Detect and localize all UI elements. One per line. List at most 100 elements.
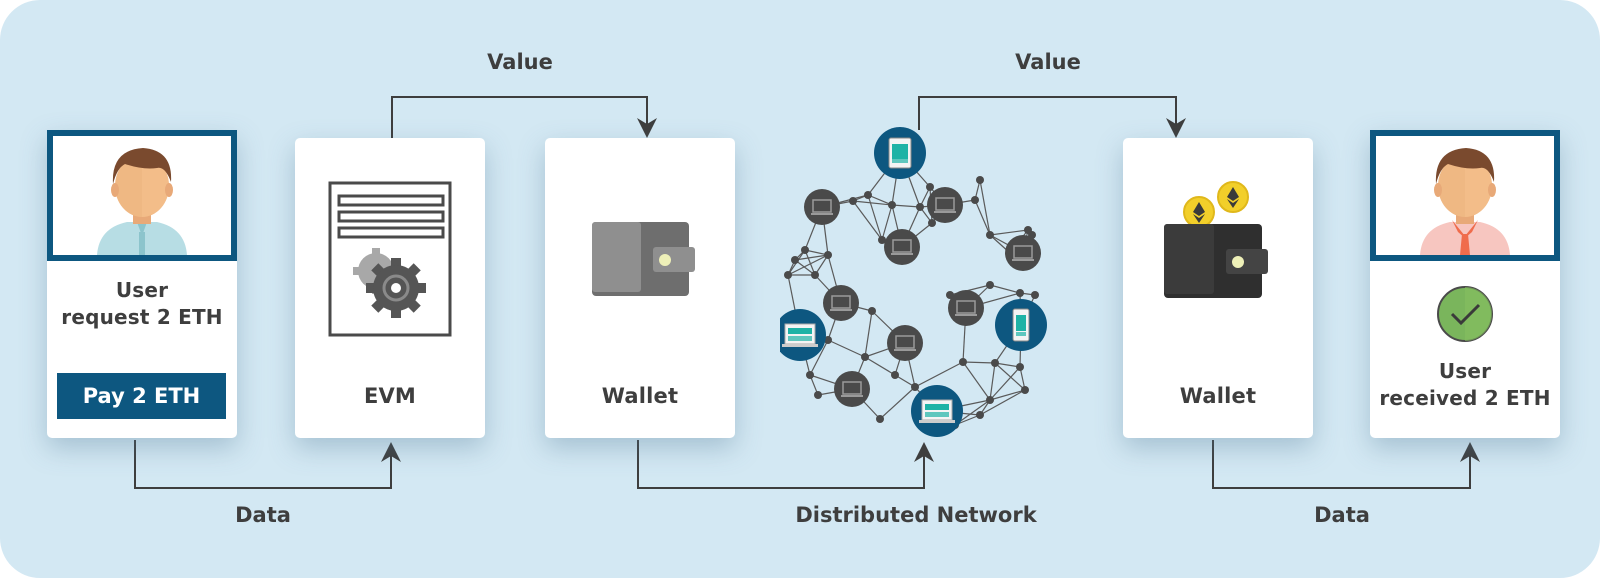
contract-gears-icon bbox=[328, 181, 452, 337]
connector-value-1 bbox=[391, 96, 657, 138]
laptop-node-icon bbox=[804, 189, 840, 225]
network-junction bbox=[864, 191, 872, 199]
laptop-node-icon bbox=[780, 309, 826, 361]
wallet-icon bbox=[592, 222, 695, 296]
network-edge bbox=[809, 339, 829, 376]
tablet-node-icon bbox=[874, 127, 926, 179]
network-edge bbox=[787, 254, 829, 276]
network-junction bbox=[878, 236, 886, 244]
network-edge bbox=[852, 200, 883, 241]
laptop-node-icon bbox=[927, 187, 963, 223]
network-edge bbox=[989, 229, 1029, 236]
network-junction bbox=[791, 256, 799, 264]
sender-wallet-card: Wallet bbox=[545, 138, 735, 438]
network-edge bbox=[867, 194, 893, 206]
network-edge bbox=[864, 356, 896, 376]
connector-data-2 bbox=[1212, 440, 1480, 489]
network-edge bbox=[989, 389, 1026, 401]
data-label-1: Data bbox=[235, 503, 291, 527]
laptop-node-icon bbox=[1005, 235, 1041, 271]
network-junction bbox=[986, 281, 994, 289]
receiver-user-card: User received 2 ETH bbox=[1370, 130, 1560, 438]
sender-avatar-frame bbox=[47, 130, 237, 261]
network-junction bbox=[861, 353, 869, 361]
laptop-node-icon bbox=[823, 285, 859, 321]
receiver-label-line1: User bbox=[1438, 359, 1492, 383]
pay-2-eth-button[interactable]: Pay 2 ETH bbox=[57, 373, 226, 419]
laptop-node-icon bbox=[887, 325, 923, 361]
network-edge bbox=[979, 179, 991, 236]
network-edge bbox=[989, 366, 1021, 401]
network-edge bbox=[881, 204, 893, 241]
network-edge bbox=[852, 200, 893, 206]
network-junction bbox=[926, 183, 934, 191]
network-junction bbox=[876, 415, 884, 423]
network-junction bbox=[971, 196, 979, 204]
network-junction bbox=[1031, 291, 1039, 299]
receiver-label-line2: received 2 ETH bbox=[1379, 386, 1551, 410]
network-edge bbox=[879, 386, 916, 420]
network-edge bbox=[962, 361, 996, 364]
value-label-1: Value bbox=[487, 50, 553, 74]
network-edge bbox=[974, 199, 991, 236]
sender-label-line1: User bbox=[115, 278, 169, 302]
network-edge bbox=[914, 361, 964, 388]
network-edge bbox=[867, 194, 883, 241]
network-edge bbox=[989, 284, 1021, 294]
network-edge bbox=[979, 389, 1026, 416]
user-avatar-icon bbox=[97, 148, 187, 255]
check-circle-icon bbox=[1437, 286, 1493, 342]
laptop-node-icon bbox=[884, 229, 920, 265]
network-edge bbox=[804, 249, 816, 276]
sender-label-line2: request 2 ETH bbox=[61, 305, 223, 329]
connector-data-1 bbox=[134, 440, 401, 489]
phone-node-icon bbox=[995, 299, 1047, 351]
network-junction bbox=[986, 231, 994, 239]
network-junction bbox=[824, 336, 832, 344]
network-junction bbox=[806, 371, 814, 379]
network-junction bbox=[976, 176, 984, 184]
data-label-2: Data bbox=[1314, 503, 1370, 527]
network-edge bbox=[994, 362, 1026, 391]
connector-network bbox=[637, 440, 934, 489]
network-edge bbox=[989, 362, 996, 401]
network-junction bbox=[811, 271, 819, 279]
sender-wallet-label: Wallet bbox=[601, 384, 679, 408]
network-junction bbox=[928, 219, 936, 227]
receiver-wallet-card: Wallet bbox=[1123, 138, 1313, 438]
value-label-2: Value bbox=[1015, 50, 1081, 74]
network-edge bbox=[962, 361, 991, 401]
network-junction bbox=[784, 271, 792, 279]
network-junction bbox=[916, 203, 924, 211]
network-edge bbox=[794, 254, 829, 261]
evm-label: EVM bbox=[363, 384, 417, 408]
evm-card: EVM bbox=[295, 138, 485, 438]
network-junction bbox=[1021, 386, 1029, 394]
network-junction bbox=[824, 251, 832, 259]
network-junction bbox=[959, 358, 967, 366]
network-edge bbox=[994, 362, 1021, 368]
distributed-network-label: Distributed Network bbox=[795, 503, 1037, 527]
user-avatar-icon bbox=[1420, 148, 1510, 255]
network-edge bbox=[864, 310, 873, 358]
network-junction bbox=[814, 391, 822, 399]
distributed-network-graph bbox=[780, 127, 1047, 437]
wallet-with-eth-coins-icon bbox=[1164, 181, 1268, 298]
sender-user-card: User request 2 ETH Pay 2 ETH bbox=[47, 130, 237, 438]
network-junction bbox=[991, 359, 999, 367]
network-edge bbox=[891, 204, 921, 208]
network-junction bbox=[849, 197, 857, 205]
network-junction bbox=[1016, 363, 1024, 371]
network-junction bbox=[986, 396, 994, 404]
network-junction bbox=[976, 411, 984, 419]
receiver-avatar-frame bbox=[1370, 130, 1560, 261]
laptop-node-icon bbox=[834, 371, 870, 407]
network-junction bbox=[1016, 289, 1024, 297]
network-junction bbox=[911, 383, 919, 391]
network-junction bbox=[801, 246, 809, 254]
receiver-wallet-label: Wallet bbox=[1179, 384, 1257, 408]
network-edge bbox=[794, 259, 816, 276]
connector-value-2 bbox=[918, 96, 1186, 138]
